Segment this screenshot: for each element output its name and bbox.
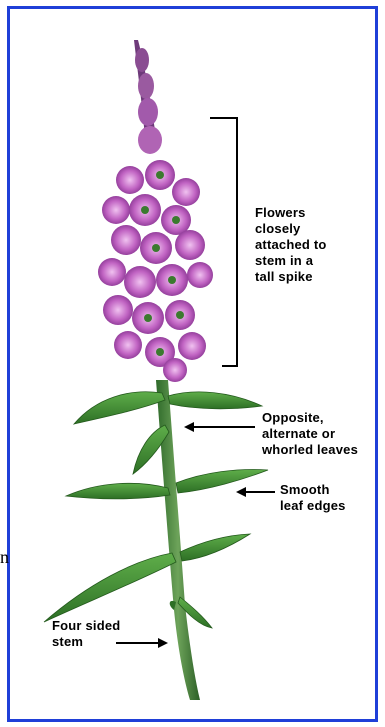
leaf (44, 553, 176, 622)
label-leaf-edges: Smooth leaf edges (280, 482, 375, 514)
label-stem: Four sided stem (52, 618, 162, 650)
flower-spike (98, 40, 213, 382)
leaf (74, 392, 165, 424)
label-flowers: Flowers closely attached to stem in a ta… (255, 205, 365, 285)
leaf (168, 392, 262, 409)
stray-text-mark: n (0, 548, 9, 566)
leaf (180, 534, 250, 561)
arrow-edges-head (236, 487, 246, 497)
arrow-leaves-head (184, 422, 194, 432)
label-leaves: Opposite, alternate or whorled leaves (262, 410, 382, 458)
leaf (66, 483, 170, 499)
leaf (176, 470, 268, 493)
bracket (210, 118, 237, 366)
